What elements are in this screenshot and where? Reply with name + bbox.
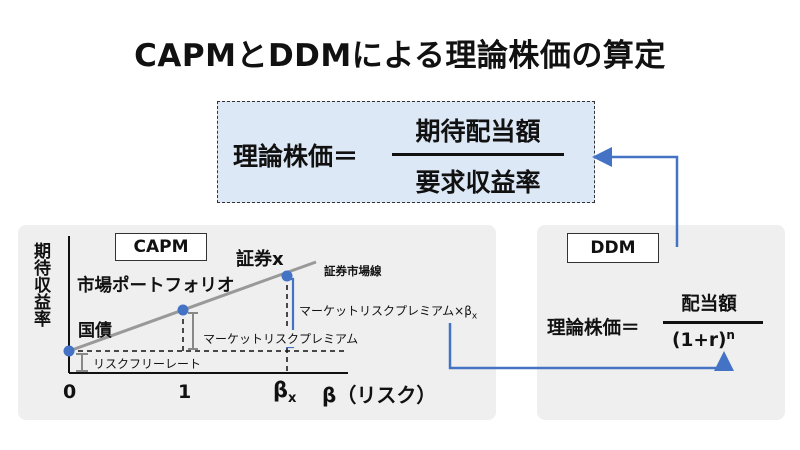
y-axis-label: 期待収益率 bbox=[30, 242, 50, 327]
ddm-denominator: (1+r)n bbox=[672, 328, 735, 352]
main-formula-denominator: 要求収益率 bbox=[415, 168, 541, 197]
x-axis-label: β（リスク） bbox=[322, 383, 437, 407]
bond-label: 国債 bbox=[78, 321, 112, 341]
capm-panel bbox=[18, 225, 496, 420]
main-formula-fraction-line bbox=[392, 153, 564, 156]
sml-label: 証券市場線 bbox=[324, 264, 382, 278]
x-tick-0: 0 bbox=[63, 381, 77, 403]
ddm-formula-lhs: 理論株価＝ bbox=[547, 318, 640, 339]
ddm-fraction-line bbox=[663, 321, 763, 324]
security-x-label: 証券x bbox=[236, 249, 284, 270]
market-portfolio-point bbox=[177, 304, 189, 316]
premium-label: マーケットリスクプレミアム bbox=[202, 330, 360, 347]
x-tick-beta-x: βx bbox=[273, 378, 297, 407]
main-formula-lhs: 理論株価＝ bbox=[233, 142, 359, 171]
premium-beta-label: マーケットリスクプレミアム×βx bbox=[299, 304, 478, 322]
ddm-label-box: DDM bbox=[567, 233, 659, 263]
ddm-numerator: 配当額 bbox=[681, 294, 737, 315]
risk-free-label: リスクフリーレート bbox=[92, 355, 203, 372]
premium-to-ddm-arrow bbox=[448, 323, 734, 371]
security-market-line bbox=[68, 260, 317, 353]
main-formula-numerator: 期待配当額 bbox=[415, 117, 541, 146]
capm-label-box: CAPM bbox=[115, 233, 207, 261]
page-title: CAPMとDDMによる理論株価の算定 bbox=[134, 38, 666, 74]
security-x-point bbox=[281, 270, 293, 282]
x-tick-1: 1 bbox=[178, 381, 192, 403]
ddm-to-formula-arrow bbox=[592, 147, 679, 247]
bond-point bbox=[63, 345, 75, 357]
market-portfolio-label: 市場ポートフォリオ bbox=[77, 276, 235, 296]
